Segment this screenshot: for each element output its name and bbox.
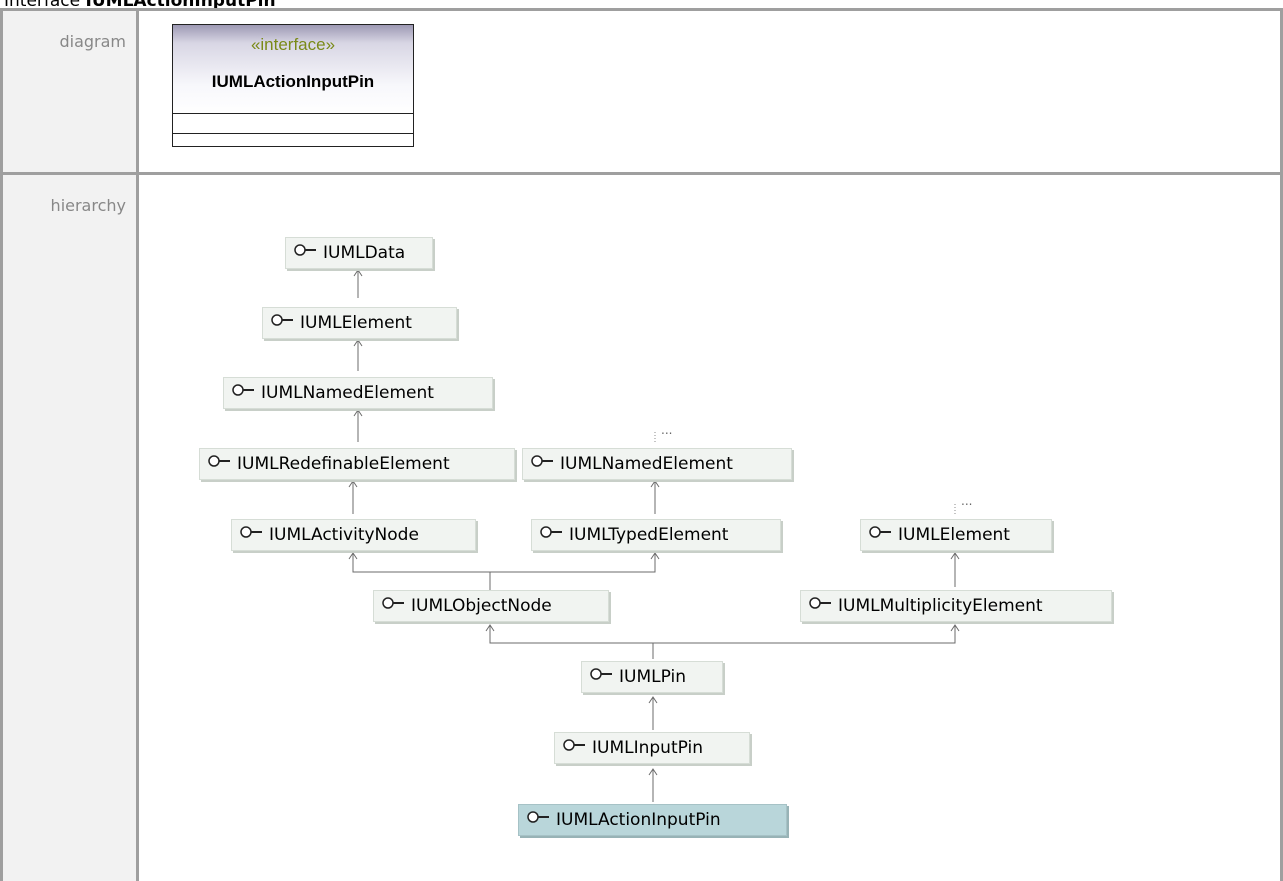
interface-icon: [208, 447, 232, 477]
row-label: hierarchy: [50, 196, 126, 215]
stereotype-label: «interface»: [250, 35, 336, 54]
interface-icon: [809, 589, 833, 619]
compartment-divider: [173, 133, 413, 134]
grid-line-right: [1280, 8, 1283, 881]
hierarchy-node-iumlinputpin[interactable]: IUMLInputPin: [554, 732, 750, 764]
hierarchy-node-iumlobjectnode[interactable]: IUMLObjectNode: [373, 590, 609, 622]
hierarchy-node-iumlnamedelement[interactable]: IUMLNamedElement: [223, 377, 493, 409]
row-label-cell: hierarchy: [3, 175, 136, 881]
node-label: IUMLRedefinableElement: [237, 454, 450, 474]
ellipsis-element: ...: [961, 494, 972, 508]
interface-icon: [540, 518, 564, 548]
grid-line-top: [0, 8, 1283, 11]
hierarchy-node-iumlredefinableelement[interactable]: IUMLRedefinableElement: [199, 448, 515, 480]
grid-line-left: [0, 8, 3, 881]
node-label: IUMLActivityNode: [269, 525, 419, 545]
hierarchy-node-iumlelement-2[interactable]: IUMLElement: [860, 519, 1052, 551]
interface-icon: [232, 376, 256, 406]
interface-icon: [294, 236, 318, 266]
node-label: IUMLPin: [619, 667, 686, 687]
grid-line-middle: [0, 172, 1283, 175]
hierarchy-node-iumldata[interactable]: IUMLData: [285, 237, 433, 269]
interface-icon: [240, 518, 264, 548]
ellipsis-named-element: ...: [661, 423, 672, 437]
node-label: IUMLObjectNode: [411, 596, 552, 616]
node-label: IUMLTypedElement: [569, 525, 729, 545]
interface-icon: [271, 306, 295, 336]
node-label: IUMLElement: [300, 313, 412, 333]
page-heading: Interface IUMLActionInputPin: [4, 0, 276, 11]
heading-prefix: Interface: [4, 0, 81, 11]
interface-icon: [382, 589, 406, 619]
interface-name: IUMLActionInputPin: [211, 72, 375, 91]
hierarchy-node-iumlmultiplicityelement[interactable]: IUMLMultiplicityElement: [800, 590, 1112, 622]
row-hierarchy: hierarchy: [0, 175, 1283, 881]
node-label: IUMLElement: [898, 525, 1010, 545]
interface-icon: [869, 518, 893, 548]
hierarchy-node-iumlelement[interactable]: IUMLElement: [262, 307, 457, 339]
node-label: IUMLData: [323, 243, 406, 263]
node-label: IUMLNamedElement: [261, 383, 434, 403]
node-label: IUMLActionInputPin: [556, 810, 721, 830]
row-label-cell: diagram: [3, 11, 136, 172]
hierarchy-node-iumlactioninputpin[interactable]: IUMLActionInputPin: [518, 804, 787, 836]
node-label: IUMLInputPin: [592, 738, 703, 758]
interface-header: «interface» IUMLActionInputPin: [173, 25, 413, 114]
interface-icon: [590, 660, 614, 690]
node-label: IUMLMultiplicityElement: [838, 596, 1043, 616]
hierarchy-node-iumltypedelement[interactable]: IUMLTypedElement: [531, 519, 781, 551]
hierarchy-node-iumlactivitynode[interactable]: IUMLActivityNode: [231, 519, 476, 551]
interface-icon: [527, 803, 551, 833]
interface-icon: [563, 731, 587, 761]
hierarchy-node-iumlpin[interactable]: IUMLPin: [581, 661, 723, 693]
details-table: diagram hierarchy: [0, 8, 1283, 881]
interface-icon: [531, 447, 555, 477]
row-label: diagram: [59, 32, 126, 51]
hierarchy-node-iumlnamedelement-2[interactable]: IUMLNamedElement: [522, 448, 792, 480]
node-label: IUMLNamedElement: [560, 454, 733, 474]
interface-class-box[interactable]: «interface» IUMLActionInputPin: [172, 24, 414, 147]
row-diagram: diagram: [0, 11, 1283, 172]
heading-interface-name: IUMLActionInputPin: [85, 0, 276, 11]
grid-line-center: [136, 8, 139, 881]
